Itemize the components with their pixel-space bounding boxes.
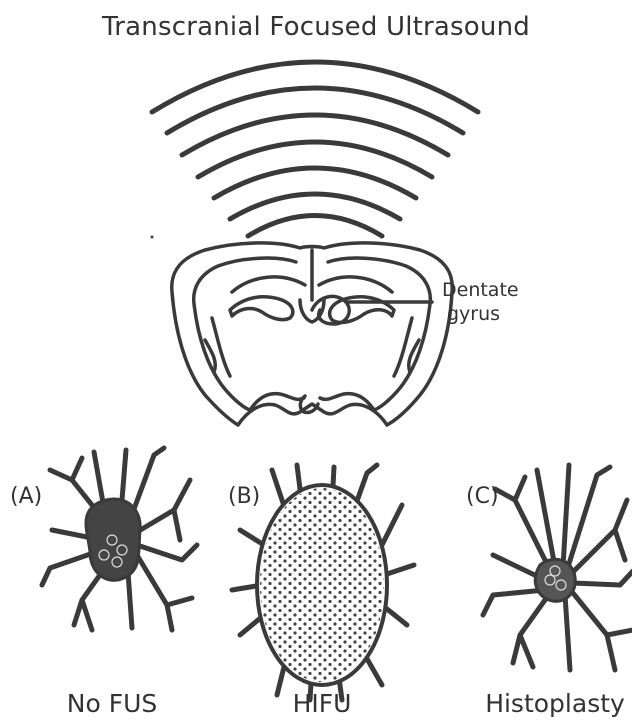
ventricle-left [205, 318, 230, 376]
panel-c-letter: (C) [466, 484, 499, 509]
hippocampus-left [230, 297, 293, 320]
ultrasound-waves [152, 62, 478, 236]
panel-a-caption: No FUS [67, 689, 158, 718]
panel-a [42, 448, 197, 630]
wave-arc [248, 216, 382, 237]
stray-dot [151, 236, 154, 239]
panel-b-letter: (B) [228, 484, 260, 509]
dentate-label-line2: gyrus [447, 303, 500, 325]
ventricle-right [394, 318, 419, 376]
dentate-label-line1: Dentate [442, 279, 519, 301]
wave-arc [198, 142, 432, 177]
lesion-dots [260, 488, 384, 682]
wave-arc [182, 115, 448, 155]
brain-coronal-section [172, 243, 452, 425]
wave-arc [167, 88, 463, 133]
tangle-cluster [86, 499, 140, 580]
panel-c [483, 465, 632, 670]
panel-c-caption: Histoplasty [485, 689, 625, 718]
panel-b-caption: HIFU [293, 689, 352, 718]
panel-a-letter: (A) [10, 484, 42, 509]
